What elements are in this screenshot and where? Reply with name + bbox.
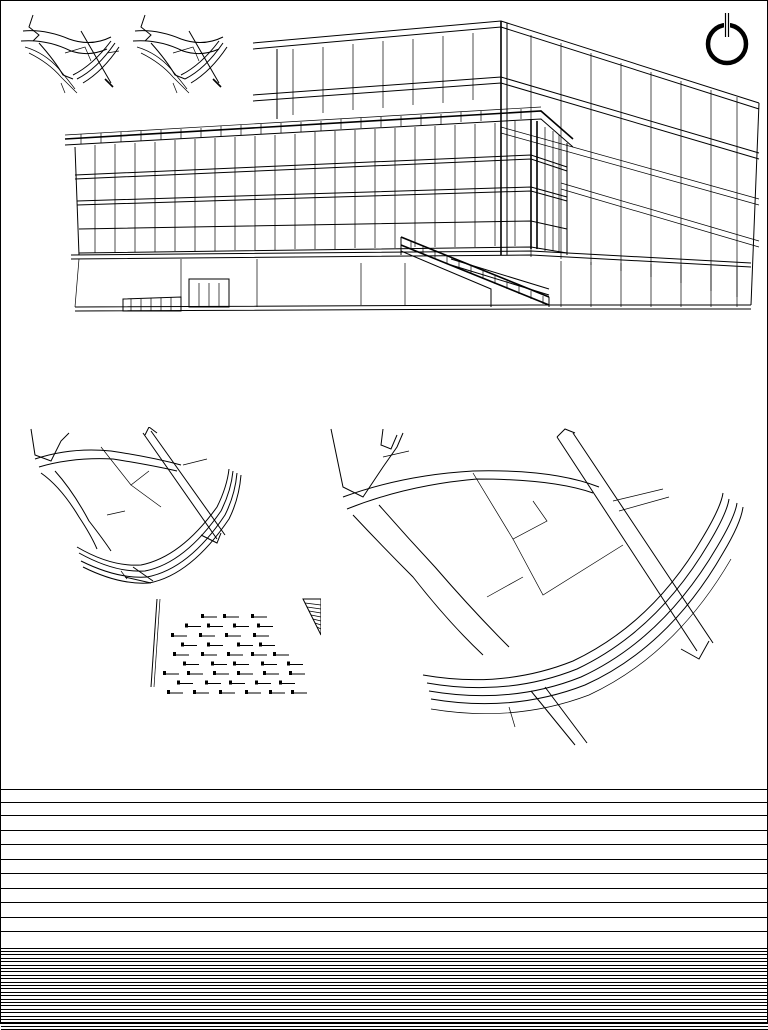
title-block-fine-rule [1, 1001, 768, 1003]
title-block-fine-rule [1, 950, 768, 952]
title-block-fine-rule [1, 991, 768, 993]
elevation-mark [273, 652, 289, 656]
elevation-mark [237, 642, 253, 647]
elevation-mark [171, 633, 187, 637]
elevation-mark [287, 661, 303, 666]
elevation-mark [183, 661, 199, 666]
elevation-mark [229, 680, 245, 685]
elevation-mark [279, 680, 295, 685]
title-block-fine-rule [1, 981, 768, 983]
title-block-fine-rule [1, 1025, 768, 1027]
elevation-mark [213, 671, 229, 675]
elevation-mark [201, 652, 217, 656]
title-block-rule [1, 844, 768, 845]
elevation-mark [185, 623, 201, 628]
title-block-fine-rule [1, 998, 768, 1000]
key-plan-1 [20, 14, 120, 94]
title-block-rule [1, 802, 768, 803]
elevation-mark [255, 680, 271, 685]
elevation-mark [233, 623, 249, 628]
elevation-mark [181, 642, 197, 647]
elevation-mark [227, 652, 243, 656]
elevation-mark [173, 652, 189, 656]
elevation-mark [233, 661, 249, 666]
elevation-mark [207, 623, 223, 628]
title-block-fine-rule [1, 1018, 768, 1020]
title-block-fine-rule [1, 1008, 768, 1010]
title-block [1, 787, 768, 1030]
title-block-fine-rule [1, 1022, 768, 1024]
title-block-fine-rule [1, 1005, 768, 1007]
elevation-marks [163, 614, 307, 694]
title-block-rule [1, 829, 768, 831]
elevation-mark [251, 652, 267, 656]
title-block-fine-rule [1, 978, 768, 980]
title-block-fine-rule [1, 1015, 768, 1017]
key-plan-2 [132, 14, 228, 94]
title-block-rule [1, 789, 768, 790]
north-arrow-logo-icon [705, 11, 749, 66]
title-block-rule [1, 931, 768, 932]
title-block-fine-rule [1, 988, 768, 990]
elevation-mark [205, 680, 221, 685]
elevation-mark [257, 623, 273, 628]
elevation-mark [261, 661, 277, 666]
title-block-fine-rule [1, 964, 768, 966]
title-block-fine-rule [1, 1012, 768, 1014]
elevation-mark [187, 671, 203, 675]
title-block-rule [1, 916, 768, 918]
elevation-mark [253, 633, 269, 637]
elevation-mark [219, 690, 235, 694]
title-block-fine-rule [1, 974, 768, 976]
elevation-mark [163, 671, 179, 675]
elevation-mark [289, 671, 305, 675]
elevation-mark [193, 690, 209, 694]
elevation-mark [251, 614, 267, 618]
elevation-mark [177, 680, 193, 685]
title-block-rule [1, 873, 768, 874]
elevation-mark [291, 690, 307, 694]
elevation-mark [199, 633, 215, 637]
elevation-mark [223, 614, 239, 618]
elevation-mark [259, 642, 275, 647]
elevation-mark [201, 614, 217, 618]
elevation-mark [245, 690, 261, 694]
elevation-mark [263, 671, 279, 675]
title-block-rule [1, 887, 768, 889]
elevation-mark [167, 690, 183, 694]
title-block-fine-rule [1, 961, 768, 963]
title-block-rule [1, 858, 768, 860]
title-block-rule [1, 902, 768, 903]
elevation-mark [269, 690, 285, 694]
elevation-mark [211, 661, 227, 666]
elevation-mark [225, 633, 241, 637]
title-block-fine-rule [1, 995, 768, 997]
title-block-fine-rule [1, 967, 768, 969]
elevation-mark [207, 642, 223, 647]
site-plan-small [30, 427, 321, 688]
building-perspective [64, 20, 760, 312]
title-block-rule [1, 815, 768, 816]
title-block-fine-rule [1, 954, 768, 956]
elevation-mark [237, 671, 253, 675]
title-block-fine-rule [1, 984, 768, 986]
site-plan-large [330, 428, 744, 746]
title-block-fine-rule [1, 957, 768, 959]
title-block-fine-rule [1, 947, 768, 949]
title-block-fine-rule [1, 971, 768, 973]
